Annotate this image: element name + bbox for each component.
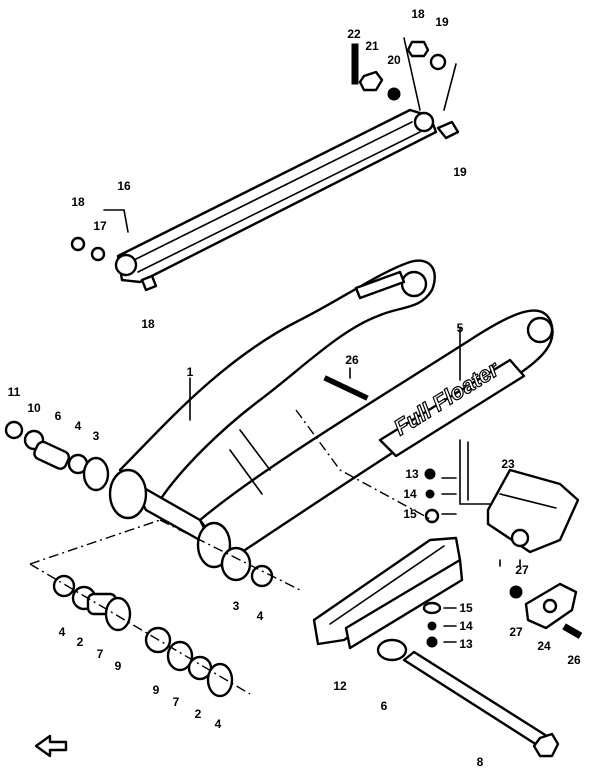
callout-labels: 22 21 20 18 19 19 16 18 17 18 5 26 1 11 … bbox=[8, 7, 581, 769]
callout-18: 18 bbox=[141, 317, 155, 331]
callout-27: 27 bbox=[515, 563, 529, 577]
swingarm: Full Floater bbox=[108, 259, 554, 569]
callout-6: 6 bbox=[55, 409, 62, 423]
left-pivot-parts bbox=[4, 420, 110, 492]
callout-10: 10 bbox=[27, 401, 41, 415]
callout-18: 18 bbox=[411, 7, 425, 21]
callout-5: 5 bbox=[457, 321, 464, 335]
callout-13: 13 bbox=[405, 467, 419, 481]
callout-27: 27 bbox=[509, 625, 523, 639]
callout-24: 24 bbox=[537, 639, 551, 653]
callout-4: 4 bbox=[75, 419, 82, 433]
callout-16: 16 bbox=[117, 179, 131, 193]
chain-slider bbox=[312, 536, 464, 650]
callout-14: 14 bbox=[403, 487, 417, 501]
callout-12: 12 bbox=[333, 679, 347, 693]
callout-3: 3 bbox=[93, 429, 100, 443]
cushion-rod bbox=[114, 108, 438, 284]
callout-4: 4 bbox=[215, 717, 222, 731]
front-arrow-icon bbox=[34, 734, 68, 758]
callout-8: 8 bbox=[477, 755, 484, 769]
chain-guard bbox=[524, 582, 583, 639]
callout-15: 15 bbox=[403, 507, 417, 521]
callout-13: 13 bbox=[459, 637, 473, 651]
callout-22: 22 bbox=[347, 27, 361, 41]
fasteners bbox=[323, 375, 523, 648]
callout-9: 9 bbox=[153, 683, 160, 697]
pivot-shaft bbox=[376, 638, 560, 758]
callout-26: 26 bbox=[345, 353, 359, 367]
callout-4: 4 bbox=[59, 625, 66, 639]
right-pivot-parts bbox=[52, 546, 274, 698]
callout-9: 9 bbox=[115, 659, 122, 673]
callout-17: 17 bbox=[93, 219, 107, 233]
callout-7: 7 bbox=[173, 695, 180, 709]
callout-2: 2 bbox=[195, 707, 202, 721]
callout-23: 23 bbox=[501, 457, 515, 471]
assembly-lines bbox=[29, 37, 521, 695]
callout-2: 2 bbox=[77, 635, 84, 649]
callout-7: 7 bbox=[97, 647, 104, 661]
callout-15: 15 bbox=[459, 601, 473, 615]
upper-hardware bbox=[70, 40, 460, 292]
callout-14: 14 bbox=[459, 619, 473, 633]
callout-6: 6 bbox=[381, 699, 388, 713]
callout-4: 4 bbox=[257, 609, 264, 623]
callout-1: 1 bbox=[187, 365, 194, 379]
callout-21: 21 bbox=[365, 39, 379, 53]
chain-buffer bbox=[486, 468, 580, 554]
callout-11: 11 bbox=[8, 385, 21, 399]
callout-19: 19 bbox=[453, 165, 467, 179]
callout-20: 20 bbox=[387, 53, 401, 67]
callout-18: 18 bbox=[71, 195, 85, 209]
callout-26: 26 bbox=[567, 653, 581, 667]
callout-19: 19 bbox=[435, 15, 449, 29]
callout-3: 3 bbox=[233, 599, 240, 613]
